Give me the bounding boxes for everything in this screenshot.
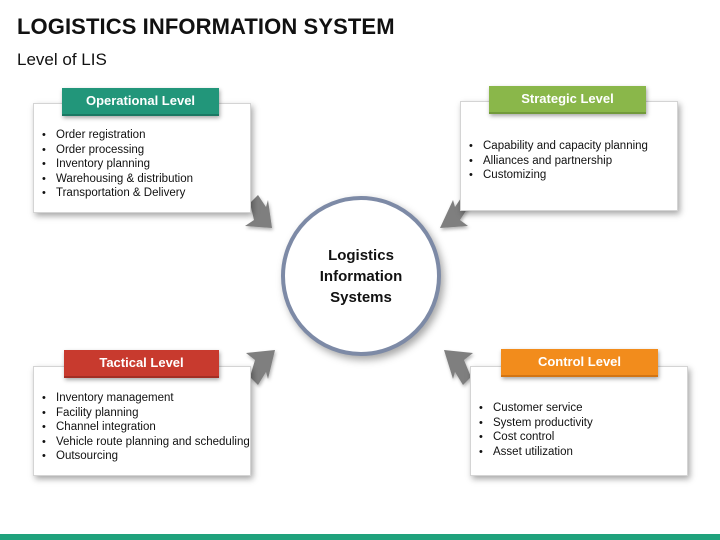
tactical-list: Inventory management Facility planning C… [34, 391, 250, 464]
list-item: Alliances and partnership [469, 154, 677, 169]
list-item: Customer service [479, 401, 687, 416]
arrow-operational-icon [245, 195, 272, 228]
list-item: Vehicle route planning and scheduling [42, 435, 250, 450]
page-subtitle: Level of LIS [17, 50, 107, 69]
operational-list: Order registration Order processing Inve… [34, 128, 250, 201]
arrow-tactical-icon [246, 350, 275, 385]
list-item: Order registration [42, 128, 250, 143]
list-item: Inventory management [42, 391, 250, 406]
control-label: Control Level [501, 349, 658, 377]
footer-bar [0, 534, 720, 540]
list-item: System productivity [479, 416, 687, 431]
list-item: Order processing [42, 143, 250, 158]
control-card: Customer service System productivity Cos… [470, 366, 688, 476]
list-item: Transportation & Delivery [42, 186, 250, 201]
list-item: Inventory planning [42, 157, 250, 172]
tactical-card: Inventory management Facility planning C… [33, 366, 251, 476]
center-circle: Logistics Information Systems [281, 196, 441, 356]
list-item: Outsourcing [42, 449, 250, 464]
page-title: LOGISTICS INFORMATION SYSTEM [17, 14, 395, 39]
operational-label: Operational Level [62, 88, 219, 116]
operational-card: Order registration Order processing Inve… [33, 103, 251, 213]
control-list: Customer service System productivity Cos… [471, 401, 687, 459]
arrow-control-icon [444, 350, 473, 385]
center-line: Logistics [328, 246, 394, 264]
list-item: Warehousing & distribution [42, 172, 250, 187]
strategic-card: Capability and capacity planning Allianc… [460, 101, 678, 211]
center-line: Information [319, 267, 403, 285]
list-item: Capability and capacity planning [469, 139, 677, 154]
list-item: Customizing [469, 168, 677, 183]
tactical-label: Tactical Level [64, 350, 219, 378]
center-line: Systems [330, 288, 392, 306]
list-item: Facility planning [42, 406, 250, 421]
list-item: Asset utilization [479, 445, 687, 460]
strategic-list: Capability and capacity planning Allianc… [461, 139, 677, 183]
center-text: Logistics Information Systems [301, 245, 421, 308]
list-item: Cost control [479, 430, 687, 445]
strategic-label: Strategic Level [489, 86, 646, 114]
list-item: Channel integration [42, 420, 250, 435]
